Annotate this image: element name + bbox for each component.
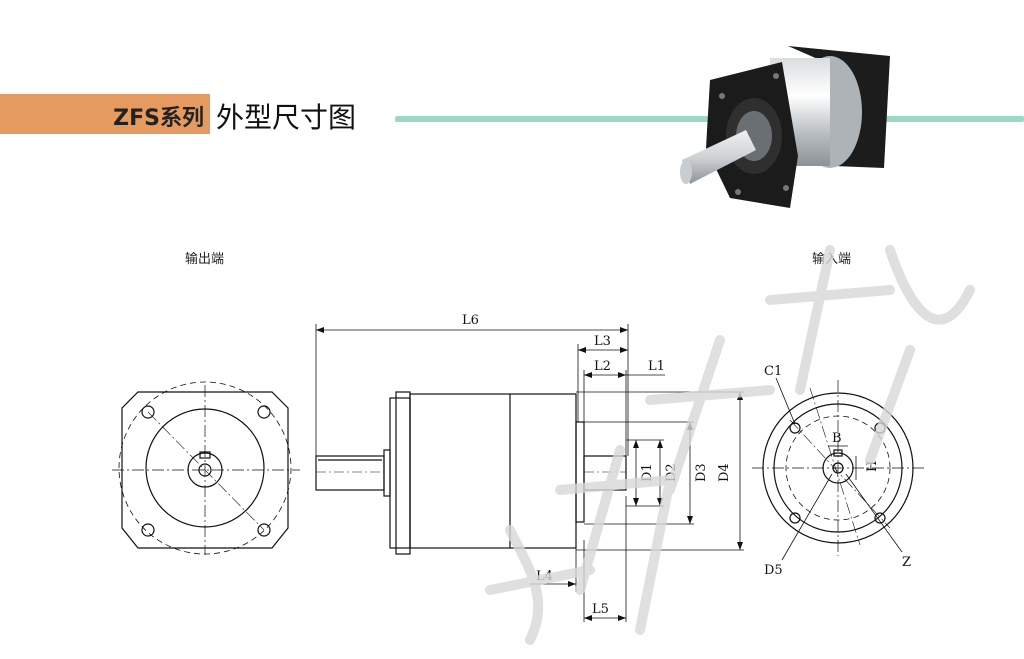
- dim-c1: C1: [764, 364, 782, 379]
- dim-l6: L6: [462, 313, 479, 328]
- output-flange-view: [112, 381, 300, 555]
- dim-b: B: [832, 431, 842, 446]
- dim-l2: L2: [594, 359, 611, 374]
- output-end-label: 输出端: [185, 252, 225, 267]
- dim-l5: L5: [592, 602, 609, 617]
- dim-d2: D2: [664, 463, 679, 482]
- dim-d1: D1: [640, 463, 655, 482]
- dim-z: Z: [902, 555, 911, 570]
- planetary-gearbox-photo: [680, 46, 890, 208]
- gearbox-side-view: [315, 391, 627, 555]
- z-pcd-line: [789, 419, 891, 529]
- page-title: 外型尺寸图: [216, 101, 357, 134]
- dim-l3: L3: [594, 334, 611, 349]
- input-flange-view: [752, 377, 924, 561]
- dim-d3: D3: [694, 463, 709, 482]
- dim-d5: D5: [764, 563, 783, 578]
- series-label: ZFS系列: [113, 106, 204, 131]
- dim-h: H: [865, 461, 880, 472]
- dim-l1: L1: [648, 359, 665, 374]
- series-header-bar: ZFS系列: [0, 94, 210, 134]
- dim-d4: D4: [717, 463, 732, 482]
- dim-l4: L4: [536, 569, 553, 584]
